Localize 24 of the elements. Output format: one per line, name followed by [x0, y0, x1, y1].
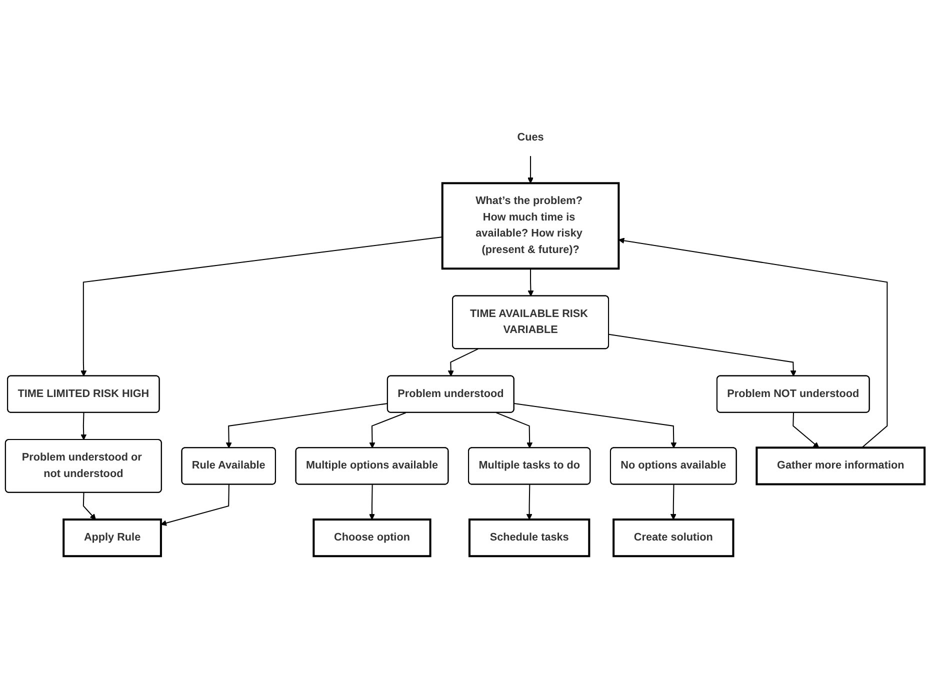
arrow: [160, 484, 230, 526]
arrow: [369, 484, 375, 520]
arrow: [369, 412, 406, 448]
arrow: [514, 403, 677, 448]
arrow: [80, 236, 442, 377]
arrow: [82, 492, 96, 520]
node-box: Gather more information: [756, 446, 926, 486]
arrow: [618, 238, 888, 448]
arrow: [526, 484, 532, 520]
arrow: [608, 334, 796, 377]
node-box: Schedule tasks: [468, 518, 590, 558]
node-box: What’s the problem? How much time is available? How risky (present & future)?: [441, 182, 620, 270]
arrow: [448, 348, 478, 377]
arrow: [792, 412, 820, 448]
node-box: Apply Rule: [62, 518, 162, 558]
node-text: Cues: [517, 132, 544, 144]
arrow: [226, 403, 388, 448]
node-box: Create solution: [612, 518, 734, 558]
arrow: [528, 156, 534, 184]
arrow: [496, 412, 533, 448]
node-box: Choose option: [312, 518, 432, 558]
arrow: [528, 268, 534, 297]
arrow: [670, 484, 676, 520]
arrow: [80, 412, 87, 440]
